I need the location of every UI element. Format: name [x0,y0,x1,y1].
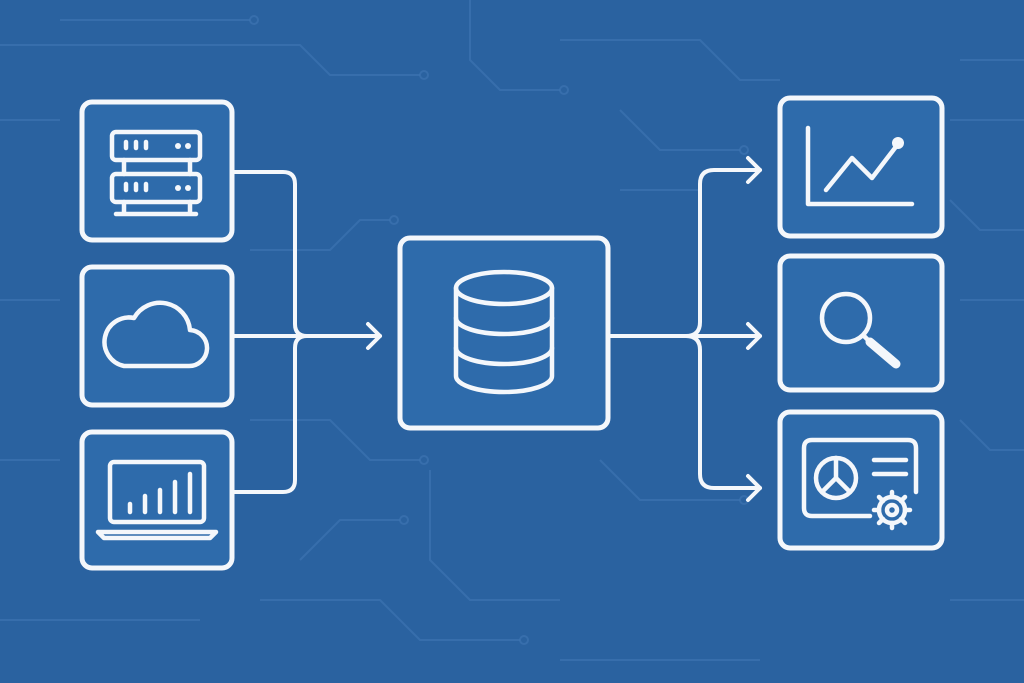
source-server-node [79,99,235,243]
arrow-head-icon [746,322,762,350]
laptop-chart-icon [95,459,219,541]
output-dashboard-node [777,409,945,551]
output-search-node [777,253,945,393]
server-icon [109,129,203,217]
magnifier-icon [819,291,901,369]
connectors [230,156,762,502]
arrow-head-icon [746,474,762,502]
connector-laptop [230,334,309,494]
arrow-head-icon [746,156,762,184]
database-hub-node [397,235,611,431]
gear-icon [871,489,913,531]
line-chart-icon [805,125,915,207]
cloud-icon [102,300,210,369]
arrow-head-icon [366,322,382,350]
database-icon [453,269,555,395]
source-cloud-node [79,264,235,408]
output-analytics-node [777,95,945,239]
connector-server [230,170,309,338]
source-laptop-node [79,429,235,571]
circuit-background [0,0,1024,661]
dashboard-settings-icon [801,437,919,531]
